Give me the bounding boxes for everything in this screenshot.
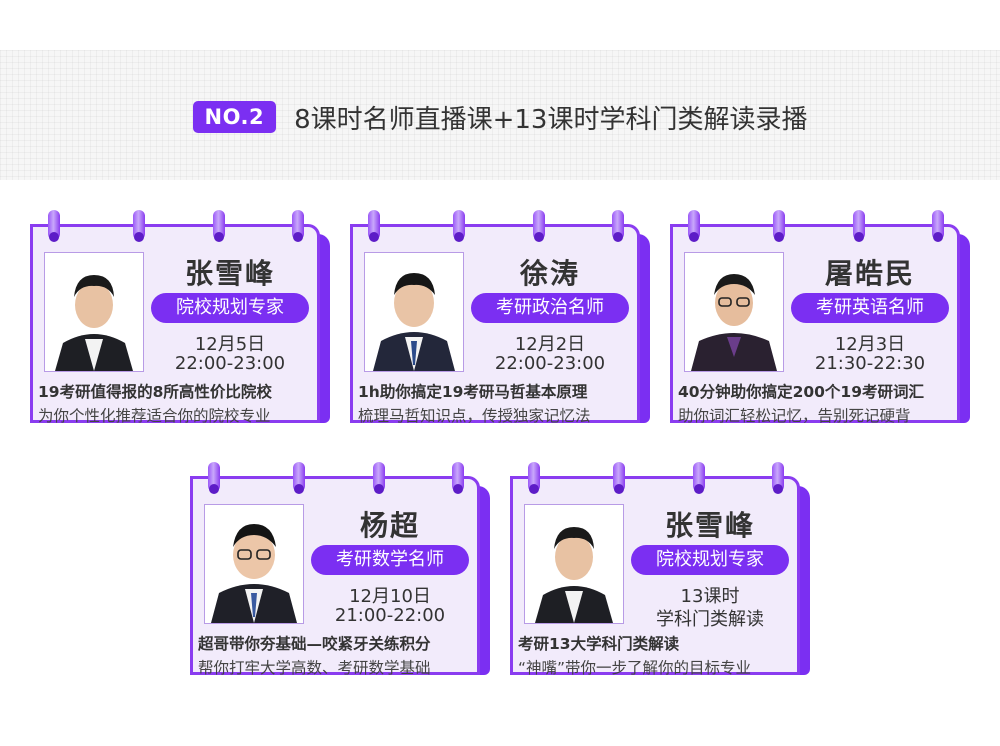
course-time: 22:00-23:00 — [174, 353, 286, 374]
course-description: 梳理马哲知识点，传授独家记忆法 — [358, 407, 591, 425]
binder-ring-icon — [133, 210, 145, 242]
teacher-role-badge: 考研英语名师 — [791, 293, 949, 323]
course-title: 考研13大学科门类解读 — [518, 635, 680, 653]
section-number-badge: NO.2 — [192, 101, 277, 133]
course-subject: 学科门类解读 — [656, 609, 764, 630]
binder-ring-icon — [772, 462, 784, 494]
course-description: 帮你打牢大学高数、考研数学基础 — [198, 659, 431, 677]
binder-ring-icon — [48, 210, 60, 242]
teacher-role-badge: 院校规划专家 — [631, 545, 789, 575]
course-date: 12月10日 — [349, 586, 431, 607]
course-title: 1h助你搞定19考研马哲基本原理 — [358, 383, 588, 401]
teacher-name: 张雪峰 — [184, 257, 275, 290]
course-hours: 13课时 — [680, 586, 740, 607]
binder-ring-icon — [292, 210, 304, 242]
binder-ring-icon — [293, 462, 305, 494]
binder-ring-icon — [453, 210, 465, 242]
teacher-photo — [204, 504, 304, 624]
course-date: 12月5日 — [194, 334, 266, 355]
teacher-photo — [684, 252, 784, 372]
course-title: 超哥带你夯基础—咬紧牙关练积分 — [198, 635, 431, 653]
binder-ring-icon — [693, 462, 705, 494]
binder-ring-icon — [213, 210, 225, 242]
teacher-name: 张雪峰 — [664, 509, 755, 542]
binder-ring-icon — [208, 462, 220, 494]
binder-ring-icon — [373, 462, 385, 494]
binder-ring-icon — [368, 210, 380, 242]
binder-ring-icon — [528, 462, 540, 494]
teacher-role-badge: 院校规划专家 — [151, 293, 309, 323]
teacher-card-2[interactable]: 徐涛 考研政治名师 12月2日 22:00-23:00 1h助你搞定19考研马哲… — [350, 210, 650, 425]
teacher-card-4[interactable]: 杨超 考研数学名师 12月10日 21:00-22:00 超哥带你夯基础—咬紧牙… — [190, 462, 490, 677]
course-date: 12月3日 — [834, 334, 906, 355]
teacher-name: 杨超 — [359, 509, 420, 542]
binder-ring-icon — [612, 210, 624, 242]
course-date: 12月2日 — [514, 334, 586, 355]
binder-ring-icon — [773, 210, 785, 242]
teacher-card-5[interactable]: 张雪峰 院校规划专家 13课时 学科门类解读 考研13大学科门类解读 “神嘴”带… — [510, 462, 810, 677]
teacher-role-badge: 考研数学名师 — [311, 545, 469, 575]
section-title: 8课时名师直播课+13课时学科门类解读录播 — [294, 104, 808, 135]
binder-ring-icon — [932, 210, 944, 242]
course-title: 19考研值得报的8所高性价比院校 — [38, 383, 272, 401]
header-band — [0, 50, 1000, 180]
course-description: 助你词汇轻松记忆，告别死记硬背 — [678, 407, 911, 425]
section-heading: NO.2 8课时名师直播课+13课时学科门类解读录播 — [0, 95, 1000, 139]
course-title: 40分钟助你搞定200个19考研词汇 — [678, 383, 924, 401]
course-time: 21:30-22:30 — [814, 353, 926, 374]
teacher-photo — [364, 252, 464, 372]
course-description: 为你个性化推荐适合你的院校专业 — [38, 407, 271, 425]
teacher-card-1[interactable]: 张雪峰 院校规划专家 12月5日 22:00-23:00 19考研值得报的8所高… — [30, 210, 330, 425]
binder-ring-icon — [688, 210, 700, 242]
binder-ring-icon — [452, 462, 464, 494]
teacher-card-3[interactable]: 屠皓民 考研英语名师 12月3日 21:30-22:30 40分钟助你搞定200… — [670, 210, 970, 425]
teacher-photo — [44, 252, 144, 372]
teacher-photo — [524, 504, 624, 624]
course-time: 22:00-23:00 — [494, 353, 606, 374]
course-time: 21:00-22:00 — [334, 605, 446, 626]
teacher-name: 徐涛 — [519, 257, 580, 290]
binder-ring-icon — [533, 210, 545, 242]
binder-ring-icon — [613, 462, 625, 494]
binder-ring-icon — [853, 210, 865, 242]
course-description: “神嘴”带你一步了解你的目标专业 — [518, 659, 752, 677]
teacher-role-badge: 考研政治名师 — [471, 293, 629, 323]
teacher-name: 屠皓民 — [824, 257, 915, 290]
